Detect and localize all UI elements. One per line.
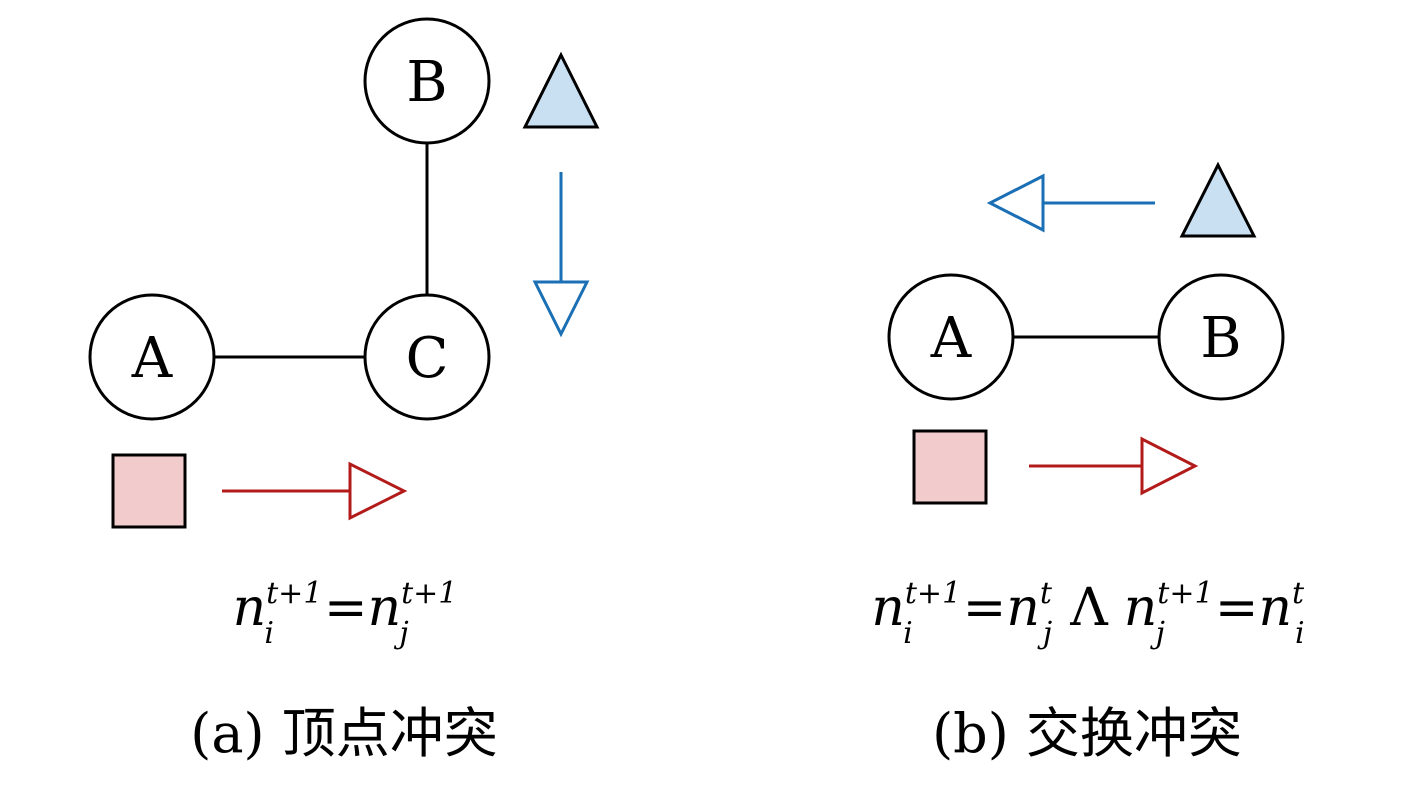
node-b-label: B [406,50,447,115]
square-agent [111,453,187,529]
down-arrow-icon [532,172,590,338]
triangle-agent [1179,161,1257,238]
right-arrow-icon [1029,436,1199,496]
triangle-agent [522,51,600,129]
vertex-conflict-caption: (a) 顶点冲突 [190,702,498,765]
square-agent [912,429,988,505]
node-c: C [363,293,491,421]
node-b-label: B [1200,306,1241,371]
left-arrow-icon [986,173,1155,233]
node-b: B [363,17,491,145]
right-arrow-icon [222,461,408,521]
swap-conflict-caption: (b) 交换冲突 [932,702,1242,765]
node-a-label: A [131,326,173,391]
node-a-label: A [930,306,972,371]
node-c-label: C [406,326,449,391]
node-a: A [88,293,216,421]
node-b: B [1157,273,1285,401]
node-a: A [887,273,1015,401]
